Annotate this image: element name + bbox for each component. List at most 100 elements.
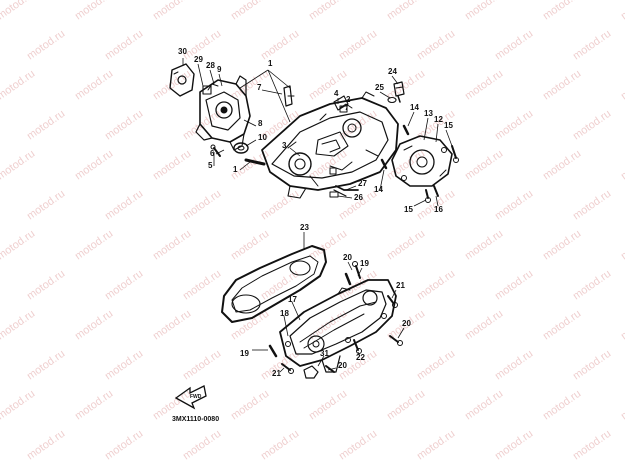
watermark-text: motod.ru — [73, 308, 115, 343]
callout-c6: 6 — [210, 149, 215, 158]
watermark-text: motod.ru — [463, 388, 505, 423]
watermark-text: motod.ru — [493, 188, 535, 223]
callout-c20a: 20 — [343, 253, 352, 262]
callout-c2: 2 — [346, 95, 351, 104]
watermark-text: motod.ru — [541, 68, 583, 103]
watermark-text: motod.ru — [415, 428, 457, 463]
clamp-part-31 — [303, 365, 319, 379]
callout-c24: 24 — [388, 67, 397, 76]
watermark-text: motod.ru — [0, 228, 37, 263]
watermark-text: motod.ru — [151, 308, 193, 343]
watermark-text: motod.ru — [0, 388, 37, 423]
watermark-text: motod.ru — [103, 108, 145, 143]
watermark-text: motod.ru — [493, 108, 535, 143]
watermark-text: motod.ru — [493, 428, 535, 463]
callout-c17: 17 — [288, 295, 297, 304]
watermark-text: motod.ru — [619, 228, 625, 263]
callout-c22: 22 — [356, 353, 365, 362]
watermark-text: motod.ru — [337, 28, 379, 63]
watermark-text: motod.ru — [25, 188, 67, 223]
watermark-text: motod.ru — [415, 348, 457, 383]
watermark-text: motod.ru — [229, 68, 271, 103]
watermark-text: motod.ru — [73, 228, 115, 263]
watermark-text: motod.ru — [493, 268, 535, 303]
callout-c25: 25 — [375, 83, 384, 92]
bolt-part-5 — [210, 144, 221, 157]
callout-c12: 12 — [434, 115, 443, 124]
callout-c7: 7 — [257, 83, 262, 92]
watermark-text: motod.ru — [619, 388, 625, 423]
dowel-part-14 — [380, 124, 410, 170]
callout-c28: 28 — [206, 61, 215, 70]
watermark-text: motod.ru — [571, 268, 613, 303]
watermark-text: motod.ru — [541, 148, 583, 183]
watermark-text: motod.ru — [229, 0, 271, 22]
callout-c26: 26 — [354, 193, 363, 202]
watermark-text: motod.ru — [0, 0, 37, 22]
watermark-text: motod.ru — [229, 228, 271, 263]
callout-c15b: 15 — [404, 205, 413, 214]
watermark-text: motod.ru — [619, 68, 625, 103]
watermark-text: motod.ru — [415, 268, 457, 303]
diagram-code: 3MX1110-0080 — [172, 416, 219, 423]
watermark-text: motod.ru — [103, 428, 145, 463]
watermark-text: motod.ru — [541, 228, 583, 263]
cover-bolt-part-20 — [325, 261, 403, 373]
callout-c20c: 20 — [338, 361, 347, 370]
watermark-text: motod.ru — [103, 268, 145, 303]
washer-part-25 — [387, 96, 397, 104]
callout-c31: 31 — [320, 349, 329, 358]
watermark-text: motod.ru — [571, 188, 613, 223]
watermark-text: motod.ru — [337, 428, 379, 463]
callout-c5: 5 — [208, 161, 213, 170]
crankcase-main-part-1 — [261, 91, 399, 199]
callout-c3: 3 — [282, 141, 287, 150]
watermark-text: motod.ru — [307, 388, 349, 423]
callout-c10: 10 — [258, 133, 267, 142]
watermark-text: motod.ru — [463, 228, 505, 263]
watermark-text: motod.ru — [571, 108, 613, 143]
crankcase-cover-assembly — [221, 245, 403, 379]
watermark-text: motod.ru — [181, 188, 223, 223]
watermark-text: motod.ru — [571, 428, 613, 463]
callout-c15a: 15 — [444, 121, 453, 130]
bolt-part-15 — [425, 145, 459, 203]
watermark-text: motod.ru — [493, 348, 535, 383]
watermark-text: motod.ru — [385, 388, 427, 423]
watermark-text: motod.ru — [73, 68, 115, 103]
watermark-text: motod.ru — [25, 348, 67, 383]
callout-c19a: 19 — [360, 259, 369, 268]
callout-c1a: 1 — [268, 59, 273, 68]
watermark-text: motod.ru — [181, 268, 223, 303]
callout-c30: 30 — [178, 47, 187, 56]
dowel-pin-part-1 — [244, 158, 266, 166]
watermark-text: motod.ru — [463, 148, 505, 183]
watermark-text: motod.ru — [229, 388, 271, 423]
watermark-text: motod.ru — [541, 388, 583, 423]
watermark-text: motod.ru — [151, 0, 193, 22]
watermark-text: motod.ru — [493, 28, 535, 63]
seal-ring-part-10 — [233, 142, 249, 154]
watermark-text: motod.ru — [103, 348, 145, 383]
callout-c19b: 19 — [240, 349, 249, 358]
watermark-text: motod.ru — [541, 308, 583, 343]
forward-label: FWD — [190, 394, 202, 400]
callout-c27: 27 — [358, 179, 367, 188]
watermark-text: motod.ru — [25, 28, 67, 63]
callout-c21a: 21 — [396, 281, 405, 290]
watermark-text: motod.ru — [73, 388, 115, 423]
watermark-text: motod.ru — [151, 148, 193, 183]
cover-bolt-part-21 — [281, 295, 398, 374]
watermark-text: motod.ru — [259, 428, 301, 463]
watermark-text: motod.ru — [0, 148, 37, 183]
watermark-text: motod.ru — [571, 348, 613, 383]
callout-c14b: 14 — [374, 185, 383, 194]
watermark-text: motod.ru — [0, 68, 37, 103]
watermark-text: motod.ru — [463, 308, 505, 343]
crankcase-assembly — [169, 63, 459, 203]
watermark-text: motod.ru — [181, 348, 223, 383]
watermark-text: motod.ru — [619, 0, 625, 22]
callout-c29: 29 — [194, 55, 203, 64]
